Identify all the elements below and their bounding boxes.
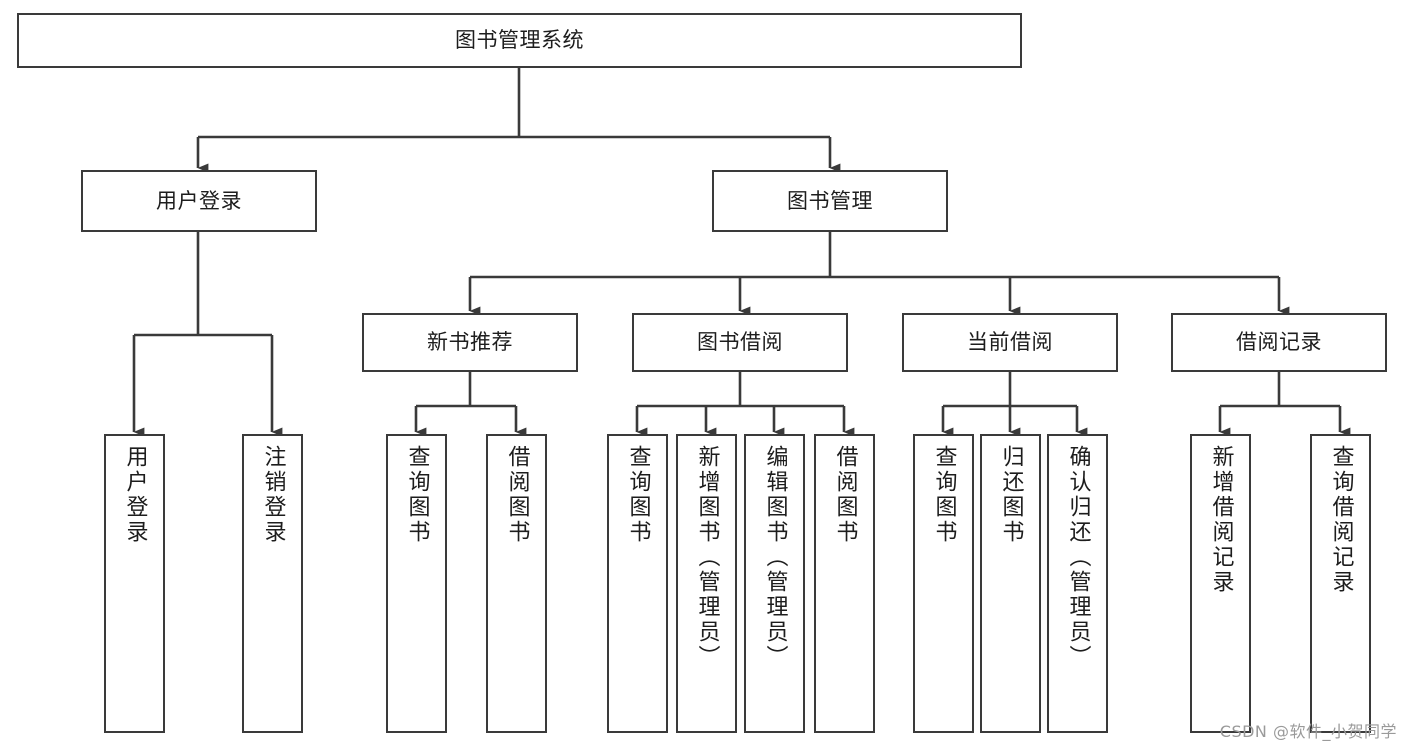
node-root[interactable]: 图书管理系统	[17, 13, 1022, 68]
node-book-manage[interactable]: 图书管理	[712, 170, 948, 232]
node-user-login[interactable]: 用户登录	[81, 170, 317, 232]
node-new-book-rec[interactable]: 新书推荐	[362, 313, 578, 372]
node-leaf-add-record-label: 新增借阅记录	[1208, 445, 1234, 595]
node-leaf-query-book-3-label: 查询图书	[931, 445, 957, 545]
node-user-login-label: 用户登录	[156, 188, 242, 213]
node-leaf-query-book-3[interactable]: 查询图书	[913, 434, 974, 733]
node-leaf-borrow-book-1-label: 借阅图书	[504, 445, 530, 545]
node-leaf-add-record[interactable]: 新增借阅记录	[1190, 434, 1251, 733]
node-leaf-logout[interactable]: 注销登录	[242, 434, 303, 733]
node-leaf-edit-book-label: 编辑图书（管理员）	[762, 445, 788, 670]
node-borrow-record[interactable]: 借阅记录	[1171, 313, 1387, 372]
node-leaf-user-login[interactable]: 用户登录	[104, 434, 165, 733]
node-leaf-query-record[interactable]: 查询借阅记录	[1310, 434, 1371, 733]
node-borrow-record-label: 借阅记录	[1236, 330, 1322, 355]
node-book-manage-label: 图书管理	[787, 188, 873, 213]
node-book-borrow-label: 图书借阅	[697, 330, 783, 355]
node-current-borrow-label: 当前借阅	[967, 330, 1053, 355]
node-leaf-add-book-label: 新增图书（管理员）	[694, 445, 720, 670]
node-leaf-edit-book[interactable]: 编辑图书（管理员）	[744, 434, 805, 733]
node-new-book-rec-label: 新书推荐	[427, 330, 513, 355]
node-leaf-borrow-book-2[interactable]: 借阅图书	[814, 434, 875, 733]
node-leaf-query-book-1-label: 查询图书	[404, 445, 430, 545]
node-leaf-return-book-label: 归还图书	[998, 445, 1024, 545]
node-leaf-logout-label: 注销登录	[260, 445, 286, 545]
node-leaf-query-record-label: 查询借阅记录	[1328, 445, 1354, 595]
node-leaf-borrow-book-2-label: 借阅图书	[832, 445, 858, 545]
node-leaf-query-book-2-label: 查询图书	[625, 445, 651, 545]
node-current-borrow[interactable]: 当前借阅	[902, 313, 1118, 372]
node-leaf-add-book[interactable]: 新增图书（管理员）	[676, 434, 737, 733]
node-leaf-borrow-book-1[interactable]: 借阅图书	[486, 434, 547, 733]
node-leaf-confirm-return[interactable]: 确认归还（管理员）	[1047, 434, 1108, 733]
watermark-text: CSDN @软件_小贺同学	[1219, 722, 1397, 741]
node-book-borrow[interactable]: 图书借阅	[632, 313, 848, 372]
node-leaf-query-book-2[interactable]: 查询图书	[607, 434, 668, 733]
node-root-label: 图书管理系统	[455, 28, 584, 53]
node-leaf-user-login-label: 用户登录	[122, 445, 148, 545]
node-leaf-confirm-return-label: 确认归还（管理员）	[1065, 445, 1091, 670]
node-leaf-query-book-1[interactable]: 查询图书	[386, 434, 447, 733]
node-leaf-return-book[interactable]: 归还图书	[980, 434, 1041, 733]
